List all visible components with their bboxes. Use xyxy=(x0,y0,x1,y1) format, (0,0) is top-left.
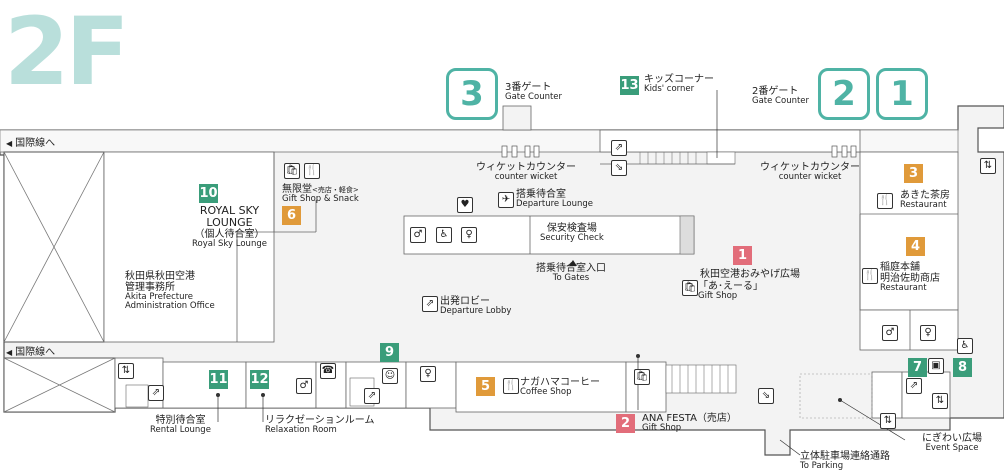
stairs-icon: ⇗ xyxy=(422,296,438,312)
facility-2-badge: 2 xyxy=(616,414,635,433)
intl-bottom-label: ◀国際線へ xyxy=(6,347,56,358)
facility-5-badge: 5 xyxy=(476,377,495,396)
restaurant-icon: 🍴 xyxy=(503,378,519,394)
gate-2-badge: 2 xyxy=(818,68,870,120)
gift-shop-icon: 🛍 xyxy=(284,163,300,179)
facility-8-badge: 8 xyxy=(953,358,972,377)
intl-top-label: ◀国際線へ xyxy=(6,138,56,149)
gate-1-badge: 1 xyxy=(876,68,928,120)
facility-9-badge: 9 xyxy=(380,343,399,362)
escalator-icon: ⇗ xyxy=(148,385,164,401)
restroom-icon: ♀ xyxy=(461,227,477,243)
accessible-icon: ♿ xyxy=(957,338,973,354)
escalator-icon: ⇗ xyxy=(364,388,380,404)
restroom-icon: ♂ xyxy=(296,378,312,394)
floor-label: 2F xyxy=(4,0,130,107)
elevator-icon: ⇅ xyxy=(118,363,134,379)
elevator-icon: ⇅ xyxy=(932,393,948,409)
escalator-icon: ⇘ xyxy=(611,160,627,176)
facility-10-badge: 10 xyxy=(199,184,218,203)
restroom-icon: ♀ xyxy=(920,325,936,341)
elevator-icon: ⇅ xyxy=(980,158,996,174)
mugendo-label: 無限堂<売店・軽食> Gift Shop & Snack xyxy=(282,184,359,204)
restaurant-icon: 🍴 xyxy=(862,268,878,284)
gift-shop-icon: 🛍 xyxy=(634,369,650,385)
escalator-icon: ⇗ xyxy=(611,140,627,156)
restroom-icon: ♂ xyxy=(882,325,898,341)
restaurant-icon: 🍴 xyxy=(304,163,320,179)
gift-plaza-sub: 「あ･えーる」Gift Shop xyxy=(698,281,763,301)
gift-plaza-label: 秋田空港おみやげ広場 xyxy=(700,269,800,280)
facility-4-badge: 4 xyxy=(906,237,925,256)
royal-lounge-label: ROYAL SKY LOUNGE （個人待合室） Royal Sky Loung… xyxy=(192,204,267,250)
facility-6-badge: 6 xyxy=(282,206,301,225)
escalator-icon: ⇘ xyxy=(758,388,774,404)
escalator-icon: ⇗ xyxy=(906,378,922,394)
plane-icon: ✈ xyxy=(498,188,514,208)
facility-3-badge: 3 xyxy=(904,164,923,183)
aed-icon: ♥ xyxy=(457,197,473,213)
gate-3-badge: 3 xyxy=(446,68,498,120)
restaurant-icon: 🍴 xyxy=(877,193,893,209)
facility-11-badge: 11 xyxy=(209,370,228,389)
elevator-icon: ⇅ xyxy=(880,413,896,429)
nursery-icon: ☺ xyxy=(382,368,398,384)
restroom-icon: ♀ xyxy=(420,366,436,382)
accessible-icon: ♿ xyxy=(436,227,452,243)
to-gates-arrow xyxy=(569,260,577,266)
phone-icon: ☎ xyxy=(320,363,336,379)
gift-shop-icon: 🛍 xyxy=(682,280,698,296)
facility-12-badge: 12 xyxy=(250,370,269,389)
ana-festa-label: ANA FESTA（売店）Gift Shop xyxy=(642,413,737,433)
facility-13-badge: 13 xyxy=(620,76,639,95)
facility-7-badge: 7 xyxy=(908,358,927,377)
facility-1-badge: 1 xyxy=(733,246,752,265)
atm-icon: ▣ xyxy=(928,358,944,374)
restroom-icon: ♂ xyxy=(410,227,426,243)
